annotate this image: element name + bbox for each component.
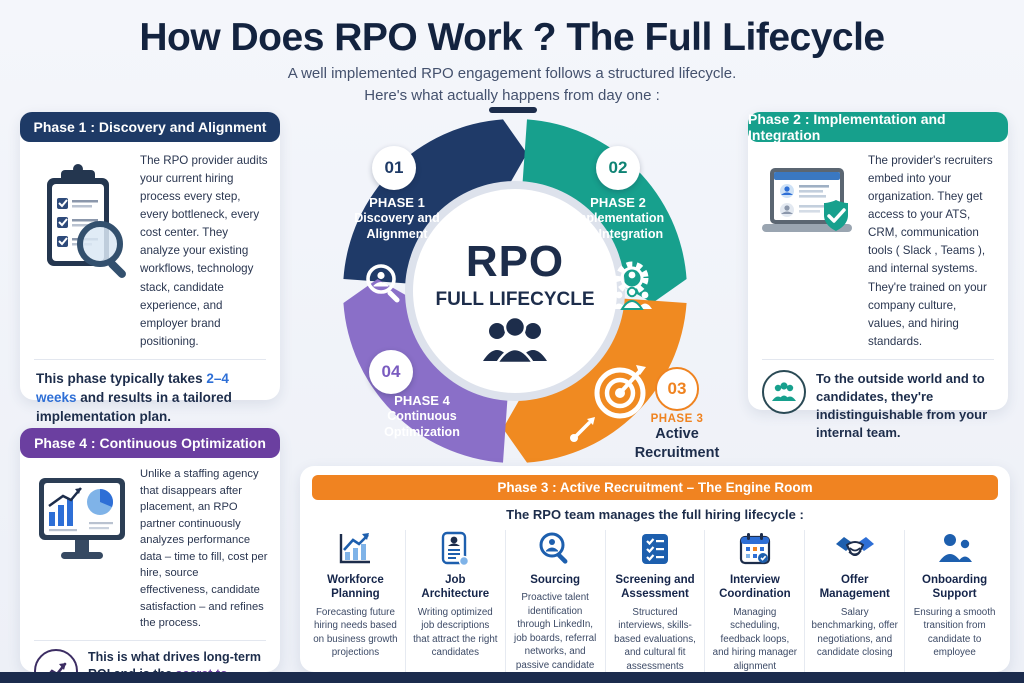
- phase3-segment-label: PHASE 3 Active Recruitment: [634, 413, 720, 461]
- column-sourcing: Sourcing Proactive talent identification…: [504, 530, 605, 683]
- target-dart-icon: [592, 361, 652, 426]
- phase2-note: To the outside world and to candidates, …: [816, 370, 988, 441]
- column-interview-coordination: Interview Coordination Managing scheduli…: [704, 530, 804, 683]
- phase1-card-header: Phase 1 : Discovery and Alignment: [20, 112, 280, 142]
- team-people-icon: [762, 369, 806, 414]
- cycle-segment-01: [343, 119, 528, 284]
- rpo-lifecycle-diagram: RPO FULL LIFECYCLE 01 02 03 04 PHASE 1 D…: [305, 95, 725, 497]
- phase2-card: Phase 2 : Implementation and Integration…: [748, 111, 1008, 440]
- column-offer-management: Offer Management Salary benchmarking, of…: [804, 530, 904, 683]
- subtitle-line1: A well implemented RPO engagement follow…: [287, 65, 737, 82]
- phase3-number-badge: 03: [655, 367, 699, 411]
- cycle-center: RPO FULL LIFECYCLE: [415, 237, 615, 372]
- cycle-segment-02: [522, 119, 687, 304]
- phase3-panel: Phase 3 : Active Recruitment – The Engin…: [300, 466, 1010, 683]
- analytics-monitor-icon: [30, 466, 134, 632]
- phase2-number-badge: 02: [596, 146, 640, 190]
- job-document-icon: [412, 530, 499, 568]
- phase4-card-header: Phase 4 : Continuous Optimization: [20, 428, 280, 458]
- subtitle-line2: Here's what actually happens from day on…: [364, 87, 660, 104]
- phase1-card: Phase 1 : Discovery and Alignment: [20, 112, 280, 424]
- phase4-segment-label: PHASE 4 Continuous Optimization: [384, 393, 460, 440]
- calendar-icon: [711, 530, 798, 568]
- phase3-panel-header: Phase 3 : Active Recruitment – The Engin…: [312, 475, 998, 500]
- onboarding-people-icon: [911, 530, 998, 568]
- decorative-underline: [489, 107, 537, 113]
- search-person-icon: [361, 261, 409, 314]
- phase1-segment-label: PHASE 1 Discovery and Alignment: [354, 195, 440, 242]
- phase3-panel-subtitle: The RPO team manages the full hiring lif…: [506, 507, 804, 522]
- column-job-architecture: Job Architecture Writing optimized job d…: [404, 530, 505, 683]
- column-screening-assessment: Screening and Assessment Structured inte…: [604, 530, 705, 683]
- phase1-note-highlight: 2–4 weeks: [36, 370, 229, 405]
- phase2-segment-label: PHASE 2 Implementation and Integration: [571, 195, 665, 242]
- bottom-accent-strip: [0, 672, 1024, 683]
- workforce-chart-icon: [312, 530, 399, 568]
- cycle-center-subtitle: FULL LIFECYCLE: [435, 289, 595, 310]
- cycle-segment-04: [343, 278, 508, 463]
- phase4-card: Phase 4 : Continuous Optimization Unlike…: [20, 428, 280, 683]
- phase2-card-header: Phase 2 : Implementation and Integration: [748, 111, 1008, 143]
- clipboard-magnifier-icon: [30, 152, 134, 351]
- cycle-center-title: RPO: [465, 237, 565, 286]
- checklist-icon: [612, 530, 699, 568]
- cycle-segment-03: [502, 298, 687, 463]
- phase2-body-text: The provider's recruiters embed into you…: [868, 154, 993, 348]
- page-title: How Does RPO Work ? The Full Lifecycle: [139, 16, 885, 59]
- gear-people-icon: [605, 259, 659, 320]
- phase1-body-text: The RPO provider audits your current hir…: [140, 154, 268, 348]
- laptop-shield-icon: [758, 152, 862, 351]
- column-workforce-planning: Workforce Planning Forecasting future hi…: [306, 530, 405, 683]
- sourcing-magnifier-icon: [512, 530, 599, 568]
- column-onboarding-support: Onboarding Support Ensuring a smooth tra…: [904, 530, 1004, 683]
- phase4-body-text: Unlike a staffing agency that disappears…: [140, 468, 268, 630]
- phase1-number-badge: 01: [372, 146, 416, 190]
- center-people-icon: [415, 315, 615, 372]
- handshake-icon: [811, 530, 898, 568]
- phase1-note: This phase typically takes 2–4 weeks and…: [36, 370, 232, 424]
- dart-icon: [569, 413, 599, 448]
- phase4-number-badge: 04: [369, 350, 413, 394]
